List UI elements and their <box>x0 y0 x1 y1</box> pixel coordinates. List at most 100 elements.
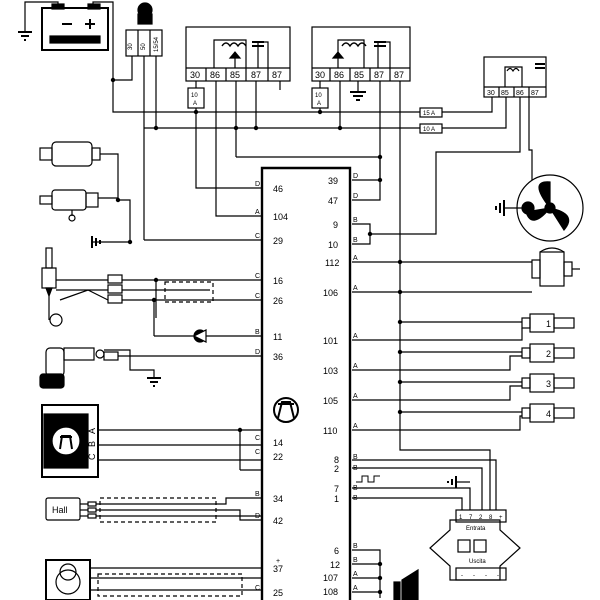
ecu-connector-label: C <box>255 233 260 240</box>
ignition-switch <box>125 2 163 57</box>
ecu-connector-label: D <box>255 181 260 188</box>
ecu-connector-label: A <box>353 333 358 340</box>
switch-pin-label: 30 <box>128 43 134 50</box>
idle-motor <box>39 347 105 389</box>
ecu-pin-label: 112 <box>325 258 339 268</box>
ecu-pin-label: 104 <box>273 212 288 222</box>
ecu-pin-label: 39 <box>328 176 338 186</box>
hall-sensor <box>45 497 88 521</box>
ecu-connector-label: C <box>255 273 260 280</box>
injector-number: 1 <box>546 319 551 329</box>
ecu-connector-label: B <box>353 454 358 461</box>
ground-icon <box>495 200 522 216</box>
ecu-pin-label: 1 <box>334 494 339 504</box>
relay-2-pin-label: 87 <box>374 70 384 80</box>
ecu-connector-label: A <box>353 571 358 578</box>
ecu-pin-label: 2 <box>334 464 339 474</box>
ecu-pin-label: 16 <box>273 276 283 286</box>
ecu-connector-label: D <box>353 173 358 180</box>
ecu-connector-label: C <box>255 435 260 442</box>
module-output-label: Uscita <box>469 559 486 565</box>
ignition-module <box>429 509 521 581</box>
ecu-connector-label: A <box>255 209 260 216</box>
relay-3 <box>483 56 547 98</box>
relay-3-pin-label: 87 <box>531 90 539 97</box>
injector-4 <box>521 403 575 423</box>
ecu-connector-label: B <box>353 485 358 492</box>
relay-2-pin-label: 30 <box>315 70 325 80</box>
ground-icon <box>18 1 59 41</box>
ground-icon <box>147 377 161 387</box>
relay-3-pin-label: 30 <box>487 90 495 97</box>
relay-2-pin-label: 86 <box>334 70 344 80</box>
ecu-pin-label: 107 <box>323 573 338 583</box>
crank-pin-label: A <box>87 428 97 434</box>
ecu-pin-label: 105 <box>323 396 338 406</box>
ecu-connector-label: B <box>255 491 260 498</box>
module-output-pin: - <box>485 573 487 579</box>
injector-number: 3 <box>546 379 551 389</box>
relay-2-pin-label: 87 <box>394 70 404 80</box>
ecu-pin-label: 12 <box>330 560 340 570</box>
ecu-connector-label: C <box>255 449 260 456</box>
ecu-connector-label: + <box>276 558 280 565</box>
fuse-10a-label: 10 A <box>423 127 435 133</box>
ecu-pin-label: 11 <box>273 332 282 342</box>
module-input-label: Entrata <box>466 526 486 532</box>
ecu-pin-label: 106 <box>323 288 338 298</box>
ecu-pin-label: 42 <box>273 516 283 526</box>
pressure-sensor <box>45 559 91 600</box>
crank-pin-label: C <box>87 453 97 460</box>
fuse-label: A <box>317 101 321 107</box>
ground-icon <box>91 236 130 248</box>
ecu-unit <box>260 166 352 600</box>
fuse-label: 10 <box>191 93 198 99</box>
ecu-connector-label: B <box>353 543 358 550</box>
ecu-pin-label: 110 <box>323 426 337 436</box>
module-output-pin: - <box>473 573 475 579</box>
relay-1-pin-label: 86 <box>210 70 220 80</box>
ecu-pin-label: 8 <box>334 455 339 465</box>
relay-1-pin-label: 85 <box>230 70 240 80</box>
relay-2-pin-label: 85 <box>354 70 364 80</box>
lambda-sensor <box>41 247 63 327</box>
ecu-pin-label: 14 <box>273 438 283 448</box>
injector-3 <box>521 373 575 393</box>
ecu-pin-label: 37 <box>273 564 283 574</box>
temperature-sensor <box>39 141 110 167</box>
ecu-connector-label: B <box>353 217 358 224</box>
ecu-connector-label: B <box>353 495 358 502</box>
relay-2 <box>311 26 411 82</box>
coil-icon <box>393 568 419 600</box>
ecu-connector-label: C <box>255 293 260 300</box>
ecu-pin-label: 46 <box>273 184 283 194</box>
ecu-connector-label: A <box>353 285 358 292</box>
ecu-connector-label: B <box>353 465 358 472</box>
switch-pin-label: 50 <box>141 43 147 50</box>
module-output-pin: - <box>461 573 463 579</box>
hall-label: Hall <box>52 505 68 515</box>
ecu-pin-label: 7 <box>334 484 339 494</box>
ecu-pin-label: 36 <box>273 352 283 362</box>
diode-icon <box>192 329 207 343</box>
injector-2 <box>521 343 575 363</box>
fuse-label: A <box>193 101 197 107</box>
ecu-pin-label: 103 <box>323 366 338 376</box>
relay-1 <box>185 26 291 82</box>
ecu-connector-label: A <box>353 393 358 400</box>
injector-number: 2 <box>546 349 551 359</box>
fuse-label: 10 <box>315 93 322 99</box>
ecu-pin-label: 34 <box>273 494 283 504</box>
module-input-pin: 1 <box>459 515 463 521</box>
ecu-pin-label: 108 <box>323 587 338 597</box>
ecu-pin-label: 47 <box>328 196 338 206</box>
ground-icon <box>447 476 470 488</box>
ecu-pin-label: 25 <box>273 588 283 598</box>
ecu-pin-label: 6 <box>334 546 339 556</box>
ecu-pin-label: 101 <box>323 336 338 346</box>
ecu-connector-label: A <box>353 423 358 430</box>
relay-3-pin-label: 85 <box>501 90 509 97</box>
ecu-connector-label: A <box>353 255 358 262</box>
ecu-connector-label: D <box>353 193 358 200</box>
